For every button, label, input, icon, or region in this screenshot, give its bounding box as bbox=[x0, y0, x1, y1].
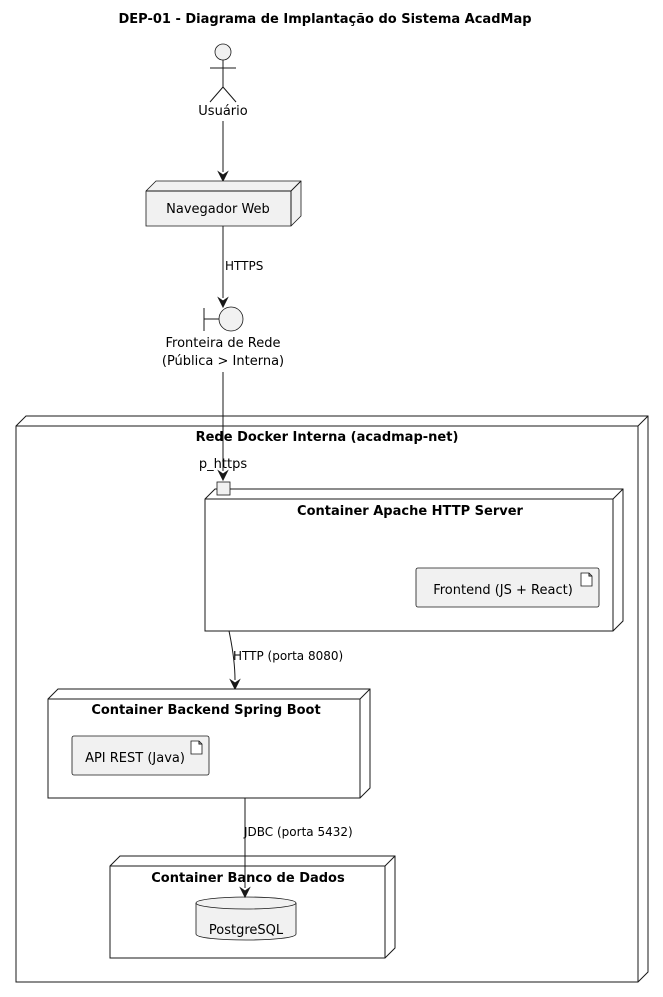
edge-actor-to-browser bbox=[217, 121, 229, 183]
actor-usuario bbox=[209, 43, 237, 103]
edge-label-https: HTTPS bbox=[225, 259, 263, 273]
backend-label: Container Backend Spring Boot bbox=[91, 703, 320, 718]
edge-backend-to-db bbox=[239, 798, 251, 899]
diagram-title: DEP-01 - Diagrama de Implantação do Sist… bbox=[118, 12, 531, 27]
node-navegador-web bbox=[145, 180, 302, 227]
edge-boundary-to-port bbox=[217, 372, 229, 482]
actor-label: Usuário bbox=[198, 104, 247, 119]
network-label: Rede Docker Interna (acadmap-net) bbox=[196, 430, 459, 445]
database-label: Container Banco de Dados bbox=[151, 871, 345, 886]
edge-browser-to-boundary bbox=[217, 226, 229, 309]
apache-label: Container Apache HTTP Server bbox=[297, 504, 523, 519]
apache-artifact: Frontend (JS + React) bbox=[433, 583, 573, 598]
boundary-label-line2: (Pública > Interna) bbox=[162, 354, 284, 369]
browser-label: Navegador Web bbox=[166, 202, 270, 217]
edge-label-http: HTTP (porta 8080) bbox=[233, 649, 343, 663]
edge-apache-to-backend bbox=[228, 630, 241, 691]
backend-artifact: API REST (Java) bbox=[85, 751, 185, 766]
database-name: PostgreSQL bbox=[209, 923, 284, 938]
port-p-https bbox=[216, 481, 231, 496]
database-icon bbox=[195, 896, 297, 941]
boundary-icon bbox=[203, 306, 244, 332]
port-label: p_https bbox=[199, 457, 247, 472]
boundary-label-line1: Fronteira de Rede bbox=[165, 336, 280, 351]
artifact-frontend bbox=[415, 567, 600, 608]
artifact-api-rest bbox=[71, 735, 210, 776]
edge-label-jdbc: JDBC (porta 5432) bbox=[243, 825, 353, 839]
